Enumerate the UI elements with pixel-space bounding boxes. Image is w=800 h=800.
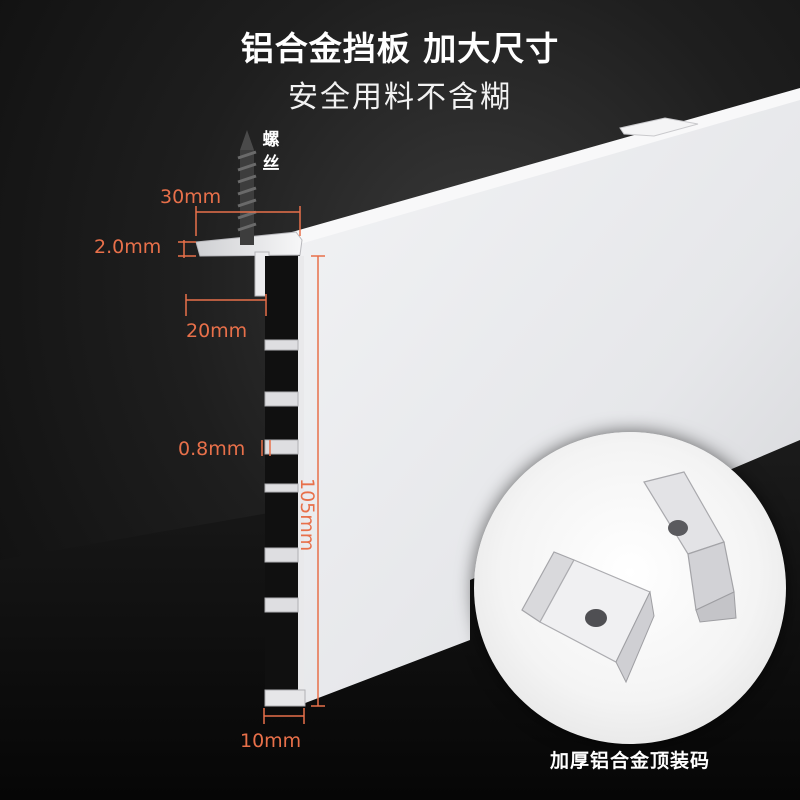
screw-label: 螺丝 (262, 130, 280, 174)
inset-caption: 加厚铝合金顶装码 (549, 750, 710, 772)
dimension-lines (178, 206, 325, 724)
dimension-wall-thickness: 0.8mm (178, 438, 246, 460)
mounting-clip-photo (521, 471, 737, 684)
far-clip (619, 117, 699, 137)
dimension-top-width: 30mm (160, 186, 222, 208)
dimension-top-thickness: 2.0mm (94, 236, 162, 258)
mounting-clip-lower (521, 551, 655, 684)
dimension-inner-depth: 20mm (186, 320, 248, 342)
dimension-height: 105mm (296, 478, 318, 552)
baseboard-panel (300, 95, 800, 705)
clip-inset (474, 432, 786, 744)
mounting-clip-upper (643, 471, 737, 623)
page-title: 铝合金挡板 加大尺寸 (240, 29, 560, 68)
page-subtitle: 安全用料不含糊 (288, 80, 512, 115)
profile-cross-section (195, 231, 306, 707)
dimension-bottom-width: 10mm (240, 730, 302, 752)
screw-icon (237, 130, 257, 245)
